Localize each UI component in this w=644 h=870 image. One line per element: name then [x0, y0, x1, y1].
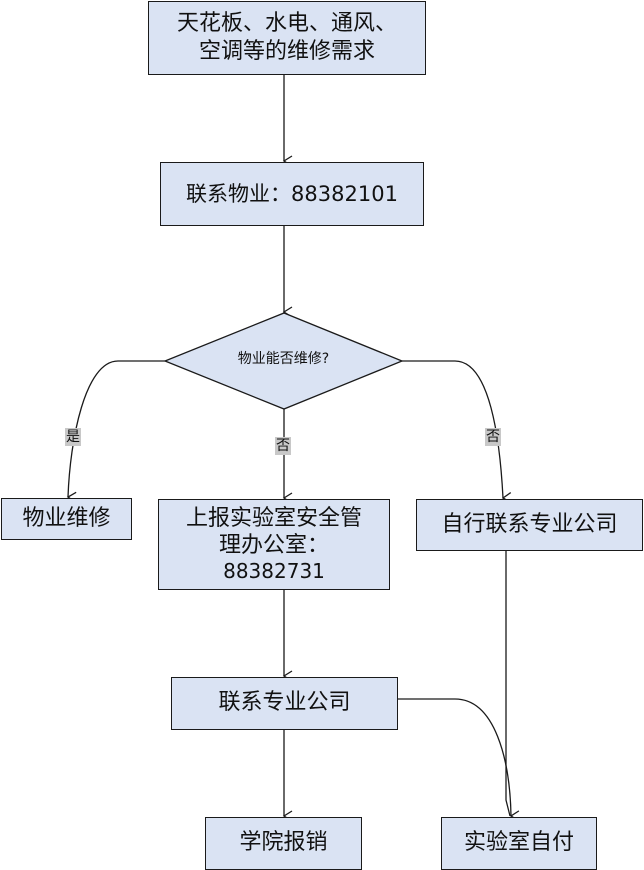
edge-label-yes: 是 — [65, 428, 81, 446]
edge-company-to-selfpay — [397, 698, 520, 822]
edge-label-no-right: 否 — [485, 428, 501, 446]
node-text-line: 联系物业：88382101 — [186, 181, 398, 206]
node-contact-company: 联系专业公司 — [171, 677, 398, 730]
node-text-line: 空调等的维修需求 — [198, 39, 375, 64]
edge-label-no-center: 否 — [275, 437, 291, 455]
decision-text: 物业能否维修? — [237, 351, 330, 367]
node-maintenance-request: 天花板、水电、通风、 空调等的维修需求 — [148, 1, 426, 75]
node-text-line: 上报实验室安全管 — [185, 506, 362, 532]
node-contact-property: 联系物业：88382101 — [160, 162, 424, 226]
edge-decision-yes — [66, 360, 165, 503]
node-text-line: 88382731 — [223, 558, 325, 583]
node-self-contact-company: 自行联系专业公司 — [416, 499, 643, 551]
edge-decision-no-right — [402, 360, 512, 504]
node-text-line: 理办公室： — [218, 532, 329, 558]
node-report-safety-office: 上报实验室安全管 理办公室： 88382731 — [158, 499, 390, 590]
node-college-reimburse: 学院报销 — [205, 817, 362, 870]
node-text-line: 物业维修 — [22, 505, 111, 531]
node-text-line: 学院报销 — [239, 830, 328, 856]
edge-selfcontact-to-selfpay — [505, 550, 511, 817]
decision-diamond — [163, 312, 404, 410]
node-text-line: 天花板、水电、通风、 — [176, 10, 397, 36]
node-property-repair: 物业维修 — [1, 498, 132, 540]
node-text-line: 实验室自付 — [463, 830, 574, 856]
node-lab-self-pay: 实验室自付 — [441, 817, 597, 870]
node-text-line: 联系专业公司 — [218, 690, 351, 716]
node-text-line: 自行联系专业公司 — [441, 511, 618, 537]
